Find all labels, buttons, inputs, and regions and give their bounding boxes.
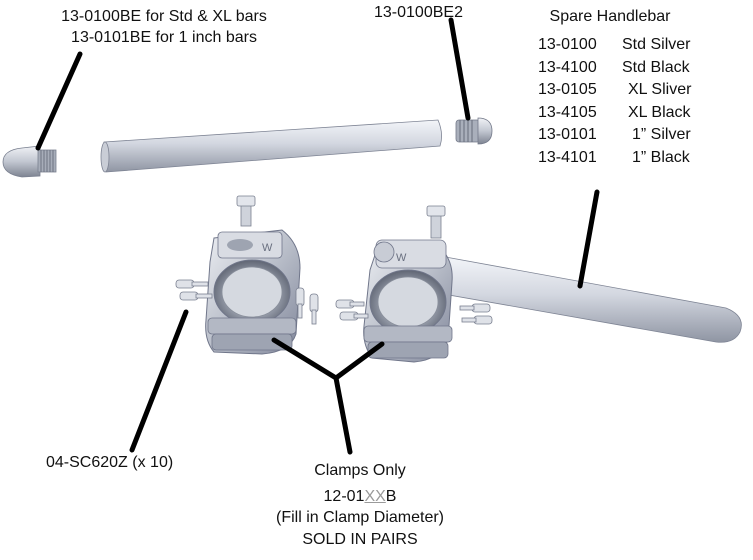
handlebar-desc: 1” Black	[632, 148, 690, 166]
clamp-left: W	[205, 229, 301, 355]
handlebar-row: 13-4105 XL Black	[538, 102, 691, 125]
spare-handlebar-label: Spare Handlebar	[549, 8, 671, 25]
handlebar-desc: Std Black	[622, 58, 690, 76]
bar-end-label: 13-0100BE for Std & XL bars 13-0101BE fo…	[14, 6, 314, 48]
screw-1	[175, 279, 209, 289]
handlebar-part: 13-4100	[538, 58, 597, 76]
handlebar-row: 13-4100 Std Black	[538, 57, 691, 80]
handlebar-part: 13-0101	[538, 126, 597, 144]
handlebar-part: 13-0105	[538, 81, 597, 99]
handlebar-row: 13-0105 XL Sliver	[538, 79, 691, 102]
handlebar-part: 13-4105	[538, 103, 597, 121]
clamp-logo-left: W	[262, 242, 273, 254]
clamps-note: (Fill in Clamp Diameter)	[275, 509, 445, 526]
handlebar-desc: 1” Silver	[632, 126, 691, 144]
handlebar-row: 13-0100 Std Silver	[538, 34, 691, 57]
handlebar-desc: XL Black	[628, 103, 691, 121]
handlebar-row: 13-0101 1” Silver	[538, 124, 691, 147]
bar-end-std-xl-text: 13-0100BE for Std & XL bars	[61, 8, 267, 25]
clip-on-bar-lower	[431, 255, 742, 343]
screw-6	[339, 311, 369, 321]
leader-screws	[129, 309, 189, 453]
bar-end-inch-text: 13-0101BE for 1 inch bars	[71, 29, 257, 46]
spare-handlebar-upper	[100, 119, 442, 173]
screw-7	[459, 303, 491, 313]
clamps-title: Clamps Only	[314, 462, 406, 479]
clamps-sold: SOLD IN PAIRS	[302, 530, 418, 548]
bar-end-alt-label: 13-0100BE2	[374, 4, 463, 21]
spare-handlebar-list: 13-0100 Std Silver 13-4100 Std Black 13-01…	[538, 34, 691, 170]
screw-3	[295, 287, 305, 319]
handlebar-part: 13-0100	[538, 36, 597, 53]
clamp-bolt-top-right	[426, 205, 446, 239]
handlebar-desc: Std Silver	[622, 36, 691, 53]
clamp-bolt-top-left	[236, 195, 256, 227]
bar-end-cap-right	[455, 117, 493, 145]
leader-lines	[35, 17, 600, 455]
clamps-part-suffix: B	[385, 487, 397, 505]
clamps-part-placeholder: XX	[364, 487, 386, 505]
screw-5	[335, 299, 365, 309]
clamp-logo-right: W	[396, 252, 407, 264]
leader-bar-end-right	[448, 17, 471, 121]
clamps-label: Clamps Only 12-01XXB (Fill in Clamp Diam…	[250, 460, 470, 550]
clamps-part-prefix: 12-01	[323, 487, 365, 505]
screws-loose	[175, 279, 493, 325]
leader-clamps	[333, 375, 353, 455]
screws-label: 04-SC620Z (x 10)	[46, 454, 174, 471]
screw-2	[179, 291, 213, 301]
clamp-right: W	[363, 239, 453, 363]
clamps-part-number: 12-01XXB	[250, 486, 470, 508]
handlebar-desc: XL Sliver	[628, 81, 692, 99]
bar-end-cap-left	[2, 145, 57, 178]
handlebar-part: 13-4101	[538, 148, 597, 166]
screw-8	[461, 315, 493, 325]
leader-bar-end-left	[35, 51, 83, 151]
handlebar-row: 13-4101 1” Black	[538, 147, 691, 170]
screw-4	[309, 293, 319, 325]
leader-spare-handlebar	[577, 189, 600, 289]
